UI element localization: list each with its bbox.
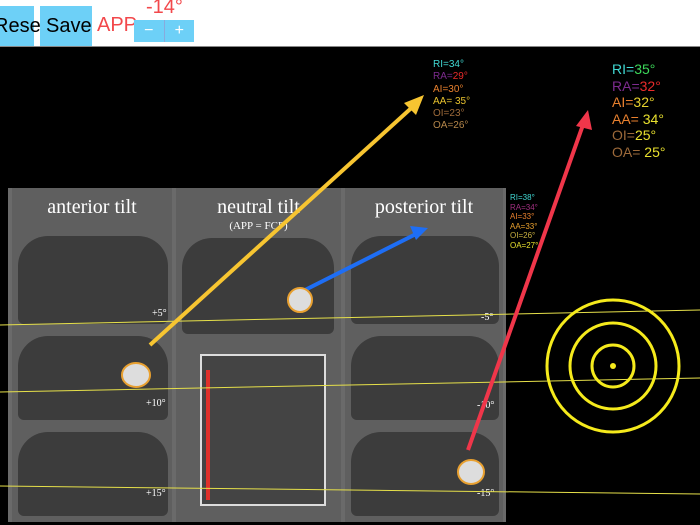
app-angle-value: -14°: [146, 0, 183, 18]
lateral-xray: [200, 354, 326, 506]
oa-value: OA=27°: [510, 240, 539, 250]
xray-image: [18, 432, 168, 516]
ra-value: 32°: [639, 77, 661, 94]
ra-key: RA=: [433, 71, 453, 83]
tilt-label: -5°: [481, 312, 494, 323]
aa-value: AA=33°: [510, 221, 538, 231]
oa-value: OA=26°: [433, 120, 469, 132]
ri-value: RI=34°: [433, 59, 464, 70]
oi-value: 25°: [634, 127, 657, 143]
ai-value: AI=33°: [510, 212, 535, 221]
red-arrowhead: [576, 110, 592, 130]
ai-value: AI=30°: [433, 83, 464, 95]
increment-button[interactable]: +: [174, 22, 184, 39]
tilt-label: -15°: [477, 488, 495, 499]
toolbar: Reset Save APP -14° − +: [0, 0, 700, 47]
app-angle-stepper[interactable]: − +: [134, 20, 194, 42]
ai-value: 32°: [633, 94, 655, 110]
tilt-label: +15°: [146, 488, 166, 499]
anterior-tilt-title: anterior tilt: [47, 196, 137, 218]
aa-value: AA= 35°: [433, 95, 471, 107]
oa-key: OA=: [612, 143, 641, 160]
blue-readout: RI=38° RA=34° AI=33° AA=33° OI=26° OA=27…: [510, 193, 538, 250]
tilt-label: +5°: [152, 308, 167, 319]
blue-arrow: [304, 230, 421, 292]
ri-key: RI=: [612, 61, 635, 77]
xray-image: [351, 236, 499, 324]
neutral-subtitle: (APP = FCP): [229, 220, 288, 232]
xray-image: [351, 336, 499, 420]
xray-image: [18, 236, 168, 324]
posterior-tilt-title: posterior tilt: [374, 196, 474, 218]
ri-value: 35°: [634, 61, 656, 77]
cup-marker: [457, 459, 485, 485]
app-label: APP: [97, 14, 138, 36]
anterior-tilt-column: anterior tilt +5° +10° +15°: [12, 188, 172, 522]
ra-key: RA=: [612, 77, 640, 94]
reference-line: [0, 309, 700, 326]
small-readout: RI=34° RA=29° AI=30° AA= 35° OI=23° OA=2…: [433, 59, 470, 133]
large-readout: RI=35° RA=32° AI=32° AA= 34° OI=25° OA= …: [612, 61, 665, 160]
posterior-tilt-column: posterior tilt -5° -10° -15°: [345, 188, 503, 522]
blue-arrowhead: [410, 226, 428, 240]
tilt-label: +10°: [146, 398, 166, 409]
ra-value: 29°: [452, 71, 468, 83]
reference-line: [0, 485, 700, 495]
save-button[interactable]: Save: [40, 6, 92, 46]
red-arrow: [466, 121, 586, 451]
cup-marker: [287, 287, 313, 313]
reference-line: [0, 377, 700, 393]
oi-value: OI=23°: [433, 108, 465, 120]
decrement-button[interactable]: −: [134, 20, 165, 42]
oi-key: OI=: [612, 127, 635, 143]
yellow-arrowhead: [404, 95, 424, 115]
ra-value: RA=34°: [510, 202, 538, 212]
reset-button[interactable]: Reset: [0, 6, 46, 46]
cup-marker: [121, 362, 151, 388]
aa-key: AA=: [612, 110, 639, 127]
ri-value: RI=38°: [510, 193, 535, 202]
ai-key: AI=: [612, 94, 634, 110]
aa-value: 34°: [638, 110, 664, 127]
neutral-tilt-column: neutral tilt (APP = FCP): [176, 188, 341, 522]
pelvis-tilt-figure: anterior tilt +5° +10° +15° neutral tilt…: [8, 188, 506, 522]
neutral-tilt-title: neutral tilt: [217, 196, 300, 218]
oa-value: 25°: [640, 143, 666, 160]
oi-value: OI=26°: [510, 231, 536, 240]
yellow-arrow: [148, 100, 420, 347]
target-icon: [545, 298, 681, 434]
